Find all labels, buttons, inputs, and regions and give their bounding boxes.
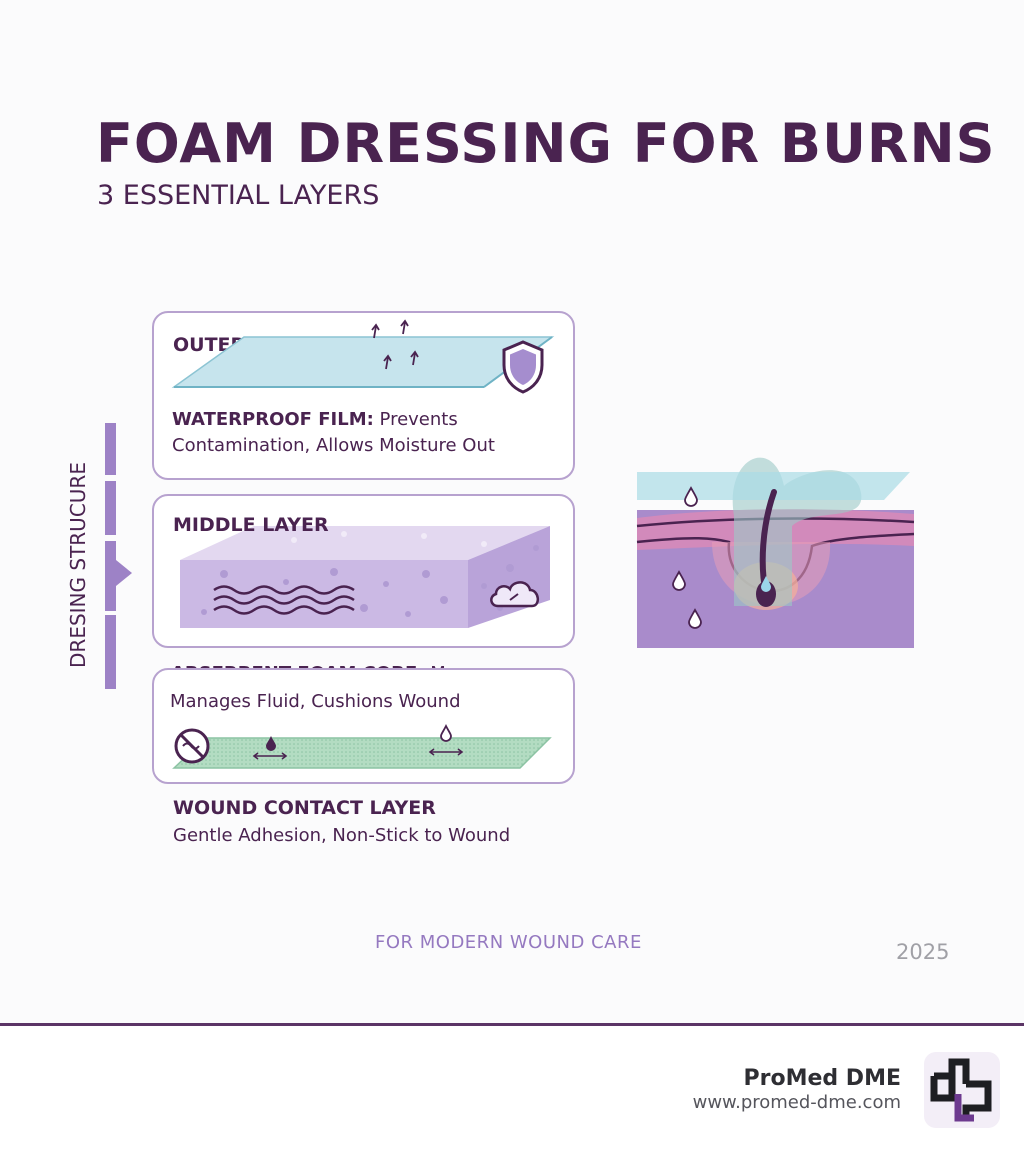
shield-icon <box>502 340 544 394</box>
middle-layer-desc-line2: Manages Fluid, Cushions Wound <box>170 691 461 712</box>
outer-layer-desc-line1: Prevents <box>373 409 458 430</box>
outer-layer-desc-bold: WATERPROOF FILM: <box>172 409 374 430</box>
contact-layer-description: Gentle Adhesion, Non-Stick to Wound <box>173 825 511 846</box>
footer-divider <box>0 1023 1024 1026</box>
outer-layer-card: OUTER LAYER WATERPROOF FILM: Prevents Co… <box>152 311 575 480</box>
outer-layer-description: WATERPROOF FILM: Prevents Contamination,… <box>172 407 495 459</box>
footer-tagline: FOR MODERN WOUND CARE <box>375 932 642 953</box>
outer-layer-desc-line2: Contamination, Allows Moisture Out <box>172 435 495 456</box>
no-stick-icon <box>174 728 210 764</box>
page-title: FOAM DRESSING FOR BURNS <box>96 112 996 175</box>
skin-cross-section-illustration <box>636 457 915 648</box>
contact-layer-heading: WOUND CONTACT LAYER <box>173 797 436 819</box>
cloud-icon <box>490 581 539 608</box>
brand-name: ProMed DME <box>743 1066 902 1091</box>
contact-layer-card: Manages Fluid, Cushions Wound <box>152 668 575 784</box>
structure-bracket <box>105 423 132 689</box>
brand-url: www.promed-dme.com <box>692 1092 901 1113</box>
page-subtitle: 3 ESSENTIAL LAYERS <box>97 180 380 211</box>
middle-layer-heading: MIDDLE LAYER <box>173 514 329 536</box>
footer-band <box>0 1026 1024 1154</box>
brand-block: ProMed DME www.promed-dme.com <box>693 1066 901 1113</box>
waterproof-film-illustration <box>171 319 555 388</box>
contact-mesh-illustration <box>172 723 552 769</box>
brand-logo-icon <box>924 1052 1000 1128</box>
year-label: 2025 <box>896 940 950 964</box>
middle-layer-card: MIDDLE LAYER <box>152 494 575 648</box>
dressing-structure-label: DRESING STRUCURE <box>66 462 90 668</box>
